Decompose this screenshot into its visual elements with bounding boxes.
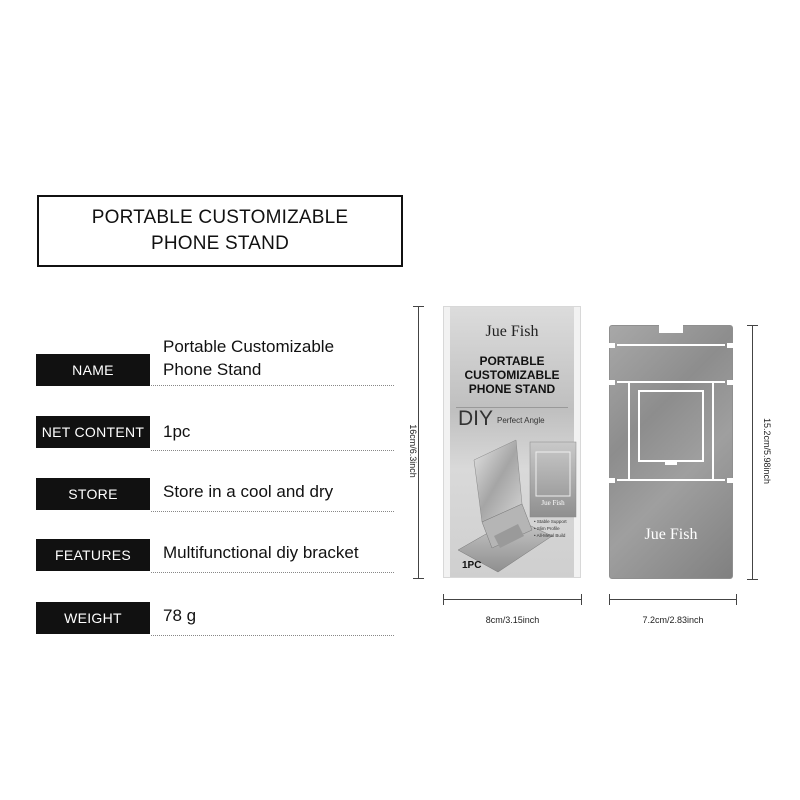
inset-plate-brand: Jue Fish	[541, 499, 565, 507]
package-title-line-2: CUSTOMIZABLE	[464, 368, 560, 382]
spec-label-store: STORE	[36, 478, 150, 510]
package-height-line	[418, 306, 419, 579]
spec-value-weight: 78 g	[163, 606, 197, 625]
title-line-1: PORTABLE CUSTOMIZABLE	[91, 207, 349, 228]
package-diy-subtitle: Perfect Angle	[497, 416, 545, 425]
stand-illustration: Jue Fish	[457, 439, 577, 573]
spec-label-weight: WEIGHT	[36, 602, 150, 634]
package-width-cap-right	[581, 594, 582, 605]
spec-label-net-content: NET CONTENT	[36, 416, 150, 448]
package-box: Jue Fish PORTABLE CUSTOMIZABLE PHONE STA…	[443, 306, 581, 578]
spec-divider	[151, 385, 394, 386]
spec-divider	[151, 635, 394, 636]
plate-width-label: 7.2cm/2.83inch	[642, 615, 704, 625]
package-height-label: 16cm/6.3inch	[408, 424, 418, 478]
metal-plate: Jue Fish	[609, 325, 733, 579]
spec-divider	[151, 572, 394, 573]
plate-height-label: 15.2cm/5.98inch	[762, 417, 772, 485]
package-height-cap-top	[413, 306, 424, 307]
inset-plate	[529, 441, 577, 518]
package-height-cap-bottom	[413, 578, 424, 579]
title-box: PORTABLE CUSTOMIZABLE PHONE STAND	[37, 195, 403, 267]
spec-divider	[151, 450, 394, 451]
plate-cutouts	[609, 325, 733, 483]
package-divider	[456, 407, 568, 408]
package-feature-2: • Slim Profile	[534, 526, 560, 531]
title-line-2: PHONE STAND	[150, 233, 290, 254]
spec-value-store: Store in a cool and dry	[163, 482, 334, 501]
package-width-line	[443, 599, 582, 600]
plate-height-line	[752, 325, 753, 580]
package-brand: Jue Fish	[485, 323, 539, 340]
spec-label-name: NAME	[36, 354, 150, 386]
package-title-line-1: PORTABLE	[479, 354, 545, 368]
plate-width-line	[609, 599, 737, 600]
spec-divider	[151, 511, 394, 512]
plate-height-cap-top	[747, 325, 758, 326]
spec-value-features: Multifunctional diy bracket	[163, 543, 359, 562]
plate-width-cap-right	[736, 594, 737, 605]
plate-brand: Jue Fish	[644, 526, 698, 543]
plate-height-cap-bottom	[747, 579, 758, 580]
package-quantity: 1PC	[462, 560, 482, 571]
package-title-line-3: PHONE STAND	[468, 382, 556, 396]
spec-label-features: FEATURES	[36, 539, 150, 571]
package-width-label: 8cm/3.15inch	[485, 615, 540, 625]
package-diy: DIY	[458, 407, 494, 430]
spec-value-name-line2: Phone Stand	[163, 360, 262, 379]
spec-value-net-content: 1pc	[163, 422, 191, 441]
plate-width-cap-left	[609, 594, 610, 605]
package-width-cap-left	[443, 594, 444, 605]
package-feature-1: • Stable Support	[534, 519, 567, 524]
spec-value-name-line1: Portable Customizable	[163, 337, 335, 356]
package-title: PORTABLE CUSTOMIZABLE PHONE STAND	[444, 354, 580, 396]
package-feature-3: • All-Metal Build	[534, 533, 566, 538]
